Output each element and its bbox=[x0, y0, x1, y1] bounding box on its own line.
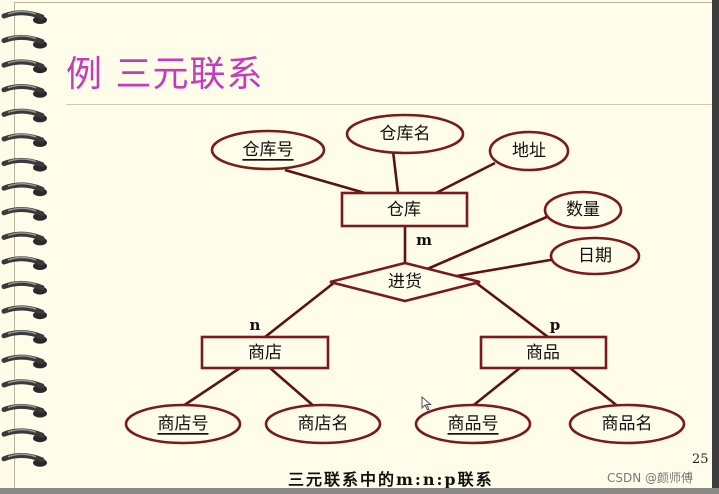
cardinality-m: m bbox=[416, 231, 432, 249]
label-entity-warehouse: 仓库 bbox=[387, 200, 421, 220]
label-date: 日期 bbox=[578, 246, 612, 266]
binding-ring bbox=[1, 403, 47, 418]
label-store-name: 商店名 bbox=[298, 414, 349, 434]
binding-ring bbox=[1, 108, 47, 123]
label-warehouse-name: 仓库名 bbox=[380, 124, 431, 144]
title-divider bbox=[66, 104, 712, 105]
binding-ring bbox=[1, 182, 47, 197]
attr-date bbox=[549, 236, 641, 276]
binding-ring bbox=[1, 10, 47, 24]
entity-product bbox=[479, 335, 608, 370]
label-relationship: 进货 bbox=[388, 272, 422, 292]
binding-ring bbox=[1, 428, 47, 443]
attr-product-name bbox=[568, 403, 686, 445]
label-entity-store: 商店 bbox=[248, 343, 282, 363]
label-address: 地址 bbox=[512, 141, 546, 161]
binding-ring bbox=[1, 231, 47, 246]
label-entity-product: 商品 bbox=[526, 343, 560, 363]
binding-ring bbox=[1, 34, 47, 49]
binding-ring bbox=[1, 207, 47, 221]
binding-ring bbox=[1, 379, 47, 393]
line-store-name bbox=[269, 367, 317, 409]
label-product-name: 商品名 bbox=[602, 414, 653, 434]
entity-store bbox=[200, 335, 330, 370]
binding-ring bbox=[1, 84, 47, 98]
attr-product-id bbox=[414, 403, 532, 445]
attr-warehouse-name bbox=[345, 113, 465, 155]
window-edge bbox=[712, 0, 719, 494]
line-relationship-product bbox=[474, 280, 549, 339]
watermark: CSDN @颜师傅 bbox=[607, 471, 694, 485]
attr-store-name bbox=[264, 403, 382, 445]
line-address bbox=[435, 161, 496, 195]
line-relationship-store bbox=[264, 280, 336, 339]
label-store-id: 商店号 bbox=[158, 414, 209, 434]
binding-ring bbox=[1, 280, 47, 295]
binding-ring bbox=[1, 354, 47, 369]
attr-store-id bbox=[124, 403, 242, 445]
diagram-caption: 三元联系中的m:n:p联系 bbox=[288, 470, 494, 489]
connector-lines bbox=[179, 150, 621, 410]
binding-ring bbox=[1, 59, 47, 74]
binding-ring bbox=[1, 133, 47, 147]
line-warehouse-name bbox=[391, 150, 400, 194]
label-warehouse-id: 仓库号 bbox=[243, 140, 294, 160]
label-quantity: 数量 bbox=[566, 200, 600, 220]
attr-address bbox=[488, 130, 570, 172]
mouse-cursor-icon bbox=[421, 396, 432, 411]
entity-warehouse bbox=[340, 191, 469, 228]
binding-ring bbox=[1, 157, 47, 172]
spiral-binding bbox=[1, 10, 47, 467]
attr-warehouse-id bbox=[210, 129, 326, 171]
binding-ring bbox=[1, 256, 47, 270]
line-product-name bbox=[569, 366, 621, 410]
binding-ring bbox=[1, 330, 47, 344]
cardinality-n: n bbox=[250, 316, 261, 334]
bottom-edge bbox=[0, 488, 719, 494]
relationship-diamond bbox=[329, 261, 481, 303]
attr-quantity bbox=[543, 190, 623, 230]
page-number: 25 bbox=[692, 452, 709, 467]
line-warehouse-id bbox=[284, 168, 366, 195]
line-store-id bbox=[179, 366, 241, 410]
binding-ring bbox=[1, 305, 47, 320]
cardinality-p: p bbox=[550, 316, 561, 334]
slide-title: 例 三元联系 bbox=[66, 54, 264, 95]
line-product-id bbox=[469, 366, 521, 410]
binding-ring bbox=[1, 453, 47, 467]
line-quantity bbox=[424, 214, 550, 272]
line-date bbox=[450, 257, 557, 279]
label-product-id: 商品号 bbox=[448, 414, 499, 434]
